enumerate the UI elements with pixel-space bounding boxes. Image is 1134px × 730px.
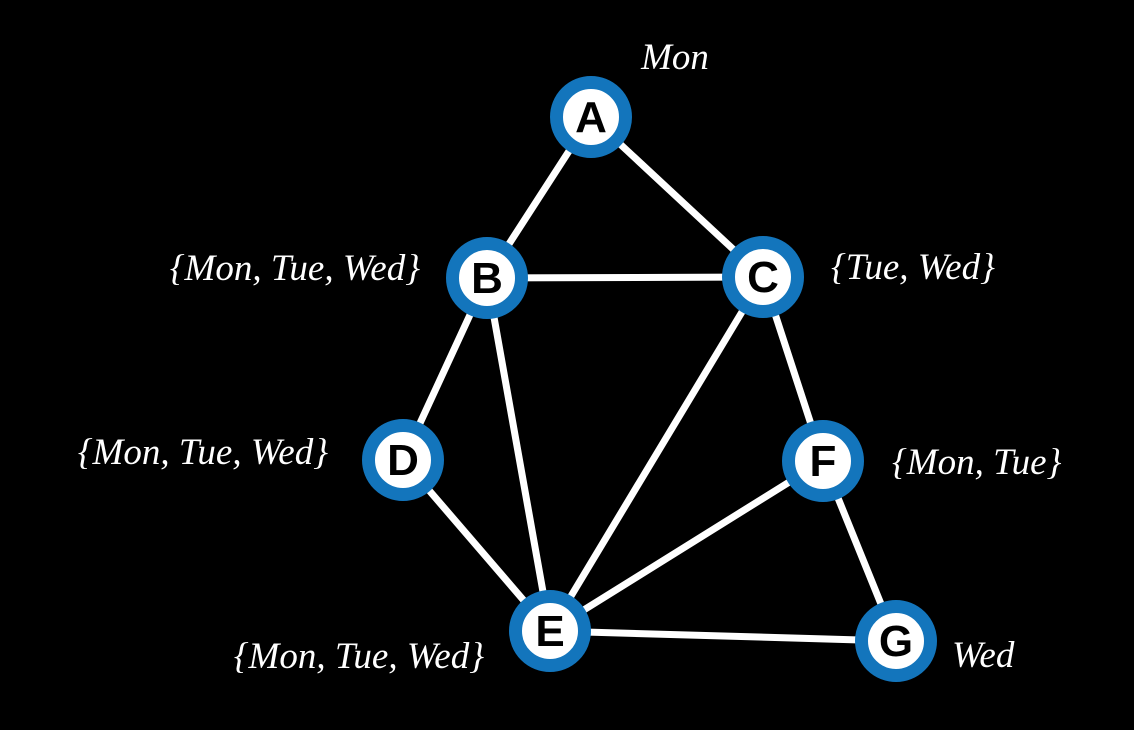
node-B-letter: B [471,254,503,303]
edge-B-E [483,274,554,635]
domain-labels-layer: Mon {Mon, Tue, Wed} {Tue, Wed} {Mon, Tue, W… [78,37,1062,677]
node-G: G [855,600,937,682]
node-C: C [722,236,804,318]
node-C-letter: C [747,253,779,302]
domain-label-B: {Mon, Tue, Wed} [170,248,420,289]
edge-C-E [546,273,767,635]
node-D-letter: D [387,436,419,485]
domain-label-F: {Mon, Tue} [892,442,1062,483]
node-B-circle [446,237,528,319]
node-G-letter: G [879,617,913,666]
node-F-letter: F [810,437,837,486]
node-D-circle [362,419,444,501]
node-A-letter: A [575,93,607,142]
domain-label-D: {Mon, Tue, Wed} [78,432,328,473]
node-E-circle [509,590,591,672]
edge-E-F [546,457,827,635]
nodes-layer: A B C D E F G [362,76,937,682]
domain-label-G: Wed [952,635,1015,676]
node-A-circle [550,76,632,158]
node-B: B [446,237,528,319]
node-E-letter: E [535,607,564,656]
edge-E-G [546,627,900,645]
node-C-circle [722,236,804,318]
node-F: F [782,420,864,502]
node-E: E [509,590,591,672]
node-A: A [550,76,632,158]
domain-label-A: Mon [640,37,709,78]
domain-label-E: {Mon, Tue, Wed} [234,636,484,677]
node-G-circle [855,600,937,682]
node-F-circle [782,420,864,502]
domain-label-C: {Tue, Wed} [831,247,995,288]
edges-layer [399,113,900,645]
edge-B-C [483,273,767,282]
node-D: D [362,419,444,501]
